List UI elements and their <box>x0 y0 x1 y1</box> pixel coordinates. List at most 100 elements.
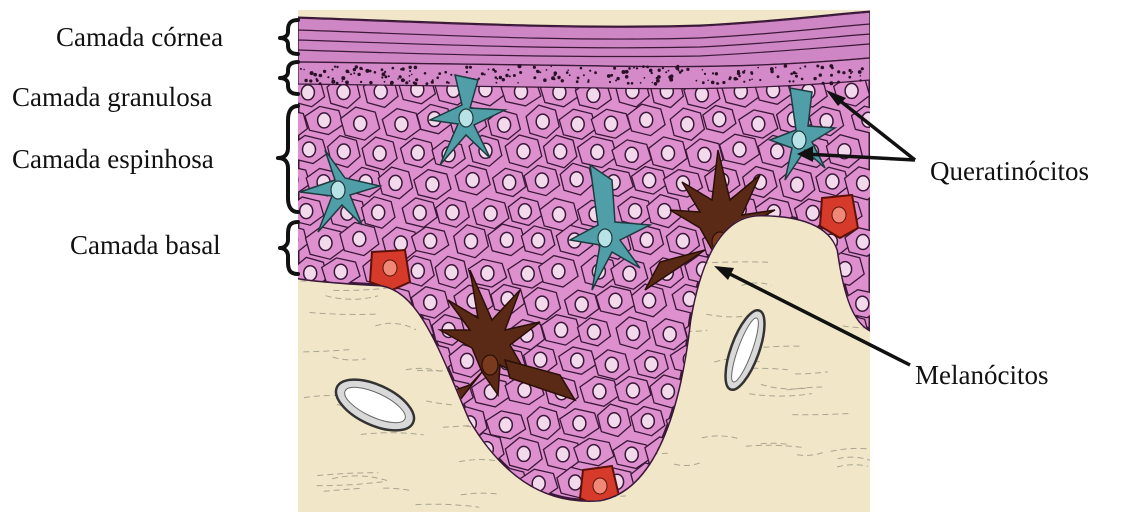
keratinocyte-nucleus <box>301 85 314 100</box>
granule <box>848 69 851 72</box>
granule <box>646 66 649 69</box>
keratinocyte-nucleus <box>569 475 582 490</box>
granule <box>431 81 434 84</box>
granule <box>633 67 635 69</box>
granule <box>557 76 560 79</box>
granule <box>540 71 542 73</box>
granule <box>350 73 352 75</box>
granule <box>784 64 788 68</box>
granule <box>543 78 547 82</box>
keratinocyte-nucleus <box>625 147 638 162</box>
granule <box>365 69 369 73</box>
granule <box>821 66 825 70</box>
granule <box>716 82 719 85</box>
granule <box>436 76 439 79</box>
granule <box>554 74 556 76</box>
keratinocyte-nucleus <box>536 296 549 311</box>
granule <box>796 73 798 75</box>
keratinocyte-nucleus <box>537 416 550 431</box>
keratinocyte-nucleus <box>303 142 316 157</box>
granule <box>309 79 312 82</box>
granule <box>751 78 753 80</box>
bracket-espinhosa <box>278 106 298 212</box>
granule <box>316 78 318 80</box>
label-camada-cornea: Camada córnea <box>56 24 223 51</box>
granule <box>360 81 362 83</box>
granule <box>415 78 418 81</box>
granule <box>743 81 745 83</box>
granule <box>642 65 645 68</box>
keratinocyte-nucleus <box>587 87 600 102</box>
keratinocyte-nucleus <box>806 206 819 221</box>
granule <box>859 79 861 81</box>
granule <box>448 82 450 84</box>
keratinocyte-nucleus <box>593 384 606 399</box>
granule <box>401 67 404 70</box>
granule <box>675 66 679 70</box>
granule <box>369 70 372 73</box>
granule <box>654 82 658 86</box>
granule <box>550 66 552 68</box>
granule <box>628 67 631 70</box>
granule <box>715 72 718 75</box>
granule <box>513 74 516 77</box>
keratinocyte-nucleus <box>334 264 347 279</box>
granule <box>625 75 629 79</box>
granule <box>668 70 670 72</box>
granule <box>469 66 472 69</box>
granule <box>357 73 360 76</box>
keratinocyte-nucleus <box>627 383 640 398</box>
granule <box>658 69 661 72</box>
granule <box>519 71 522 74</box>
granule <box>777 75 780 78</box>
keratinocyte-nucleus <box>658 204 671 219</box>
granule <box>484 74 486 76</box>
granule <box>384 75 387 78</box>
keratinocyte-nucleus <box>518 204 531 219</box>
granule <box>382 72 386 76</box>
label-camada-basal: Camada basal <box>70 232 221 259</box>
keratinocyte-nucleus <box>446 205 459 220</box>
keratinocyte-nucleus <box>571 353 584 368</box>
keratinocyte-nucleus <box>570 172 583 187</box>
granule <box>681 69 684 72</box>
keratinocyte-nucleus <box>771 144 784 159</box>
granule <box>566 71 569 74</box>
keratinocyte-nucleus <box>395 117 408 132</box>
keratinocyte-nucleus <box>623 266 636 281</box>
granule <box>342 80 344 82</box>
granule <box>770 67 774 71</box>
granule <box>610 74 613 77</box>
granule <box>319 82 322 85</box>
granule <box>438 72 441 75</box>
keratinocyte-nucleus <box>500 232 513 247</box>
keratinocyte-nucleus <box>695 87 708 102</box>
granule <box>381 76 383 78</box>
granule <box>622 70 626 74</box>
granule <box>704 73 706 75</box>
granule <box>345 81 349 85</box>
keratinocyte-nucleus <box>645 357 658 372</box>
granule <box>359 67 362 70</box>
granule <box>414 82 417 85</box>
keratinocyte-nucleus <box>285 292 298 307</box>
granule <box>790 73 793 76</box>
granule <box>861 67 864 70</box>
granule <box>332 69 334 71</box>
keratinocyte-nucleus <box>733 142 746 157</box>
granule <box>576 80 579 83</box>
keratinocyte-nucleus <box>517 446 530 461</box>
keratinocyte-nucleus <box>629 204 642 219</box>
keratinocyte-nucleus <box>845 83 858 98</box>
keratinocyte-nucleus <box>517 144 530 159</box>
granule <box>728 78 731 81</box>
keratinocyte-nucleus <box>337 85 350 100</box>
granule <box>409 80 411 82</box>
granule <box>369 81 372 84</box>
keratinocyte-nucleus <box>280 353 293 368</box>
granule <box>829 81 833 85</box>
keratinocyte-nucleus <box>318 113 331 128</box>
granule <box>816 65 819 68</box>
label-camada-granulosa: Camada granulosa <box>12 84 212 111</box>
keratinocyte-nucleus <box>609 293 622 308</box>
